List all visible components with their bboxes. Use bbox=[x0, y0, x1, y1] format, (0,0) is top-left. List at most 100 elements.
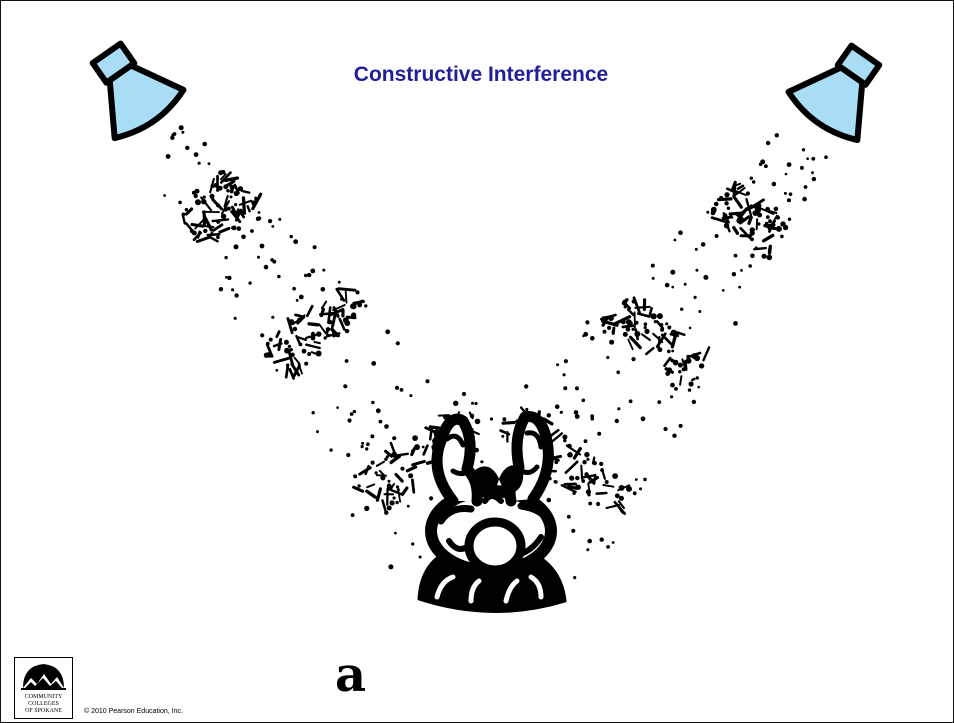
sound-wave-speck bbox=[738, 186, 743, 189]
sound-wave-dot bbox=[722, 289, 725, 292]
sound-wave-dot bbox=[639, 487, 642, 490]
sound-wave-dot bbox=[391, 452, 397, 458]
sound-wave-dot bbox=[644, 329, 649, 334]
sound-wave-dot bbox=[632, 328, 635, 331]
sound-wave-dot bbox=[671, 350, 674, 353]
sound-wave-dot bbox=[502, 417, 506, 421]
sound-wave-dot bbox=[210, 194, 215, 199]
sound-wave-speck bbox=[380, 471, 384, 475]
sound-wave-dot bbox=[471, 402, 474, 405]
sound-wave-dot bbox=[400, 388, 404, 392]
sound-wave-dot bbox=[344, 320, 350, 326]
sound-wave-dot bbox=[195, 199, 201, 205]
logo-text-line-3: OF SPOKANE bbox=[15, 708, 72, 714]
sound-wave-speck bbox=[764, 235, 773, 240]
sound-wave-dot bbox=[202, 210, 206, 214]
sound-wave-dot bbox=[671, 286, 674, 289]
sound-wave-dot bbox=[766, 141, 770, 145]
sound-wave-dot bbox=[697, 386, 700, 389]
sound-wave-dot bbox=[524, 384, 528, 388]
sound-wave-dot bbox=[238, 186, 243, 191]
sound-wave-dot bbox=[605, 480, 609, 484]
sound-wave-dot bbox=[462, 392, 466, 396]
logo-text-line-1: COMMUNITY bbox=[15, 694, 72, 700]
sound-wave-dot bbox=[292, 287, 296, 291]
sound-wave-dot bbox=[307, 273, 311, 277]
sound-wave-dot bbox=[651, 264, 655, 268]
sound-wave-dot bbox=[364, 506, 369, 511]
sound-wave-dot bbox=[643, 478, 647, 482]
sound-wave-dot bbox=[670, 270, 675, 275]
sound-wave-dot bbox=[762, 254, 767, 259]
sound-wave-dot bbox=[582, 335, 585, 338]
sound-wave-dot bbox=[234, 293, 238, 297]
sound-wave-dot bbox=[411, 542, 414, 545]
sound-wave-dot bbox=[615, 419, 619, 423]
sound-wave-dot bbox=[395, 386, 399, 390]
sound-wave-dot bbox=[588, 502, 592, 506]
sound-wave-dot bbox=[608, 315, 614, 321]
sound-wave-dot bbox=[581, 479, 585, 483]
sound-wave-dot bbox=[776, 226, 782, 232]
sound-wave-dot bbox=[258, 211, 261, 214]
sound-wave-dot bbox=[802, 148, 805, 151]
sound-wave-dot bbox=[357, 484, 360, 487]
sound-wave-dot bbox=[325, 331, 329, 335]
sound-wave-dot bbox=[678, 363, 683, 368]
sound-wave-dot bbox=[396, 341, 400, 345]
sound-wave-dot bbox=[218, 170, 223, 175]
sound-wave-dot bbox=[288, 345, 291, 348]
sound-wave-speck bbox=[754, 248, 765, 249]
sound-wave-dot bbox=[665, 283, 670, 288]
sound-wave-dot bbox=[194, 152, 199, 157]
sound-wave-speck bbox=[198, 232, 200, 237]
sound-wave-dot bbox=[257, 256, 260, 259]
sound-wave-dot bbox=[667, 326, 671, 330]
sound-wave-speck bbox=[328, 335, 337, 336]
sound-wave-dot bbox=[554, 480, 557, 483]
sound-wave-dot bbox=[304, 274, 307, 277]
sound-wave-speck bbox=[346, 292, 347, 303]
sound-wave-dot bbox=[419, 556, 422, 559]
sound-wave-dot bbox=[785, 173, 788, 176]
sound-wave-dot bbox=[198, 162, 201, 165]
sound-wave-dot bbox=[351, 513, 355, 517]
sound-wave-dot bbox=[724, 201, 728, 205]
sound-wave-dot bbox=[322, 269, 325, 272]
sound-wave-dot bbox=[780, 221, 785, 226]
sound-wave-dot bbox=[380, 475, 385, 480]
sound-wave-dot bbox=[270, 258, 274, 262]
sound-wave-speck bbox=[665, 358, 671, 366]
sound-wave-dot bbox=[609, 340, 614, 345]
sound-wave-dot bbox=[178, 201, 182, 205]
sound-wave-dot bbox=[525, 408, 528, 411]
sound-wave-dot bbox=[353, 410, 356, 413]
sound-wave-dot bbox=[597, 432, 601, 436]
sound-wave-dot bbox=[490, 417, 493, 420]
sound-wave-dot bbox=[181, 131, 184, 134]
sound-wave-speck bbox=[593, 458, 594, 464]
sound-wave-dot bbox=[386, 455, 389, 458]
sound-wave-dot bbox=[227, 276, 231, 280]
sound-wave-dot bbox=[422, 446, 425, 449]
sound-wave-dot bbox=[237, 226, 242, 231]
sound-wave-speck bbox=[734, 228, 738, 234]
sound-wave-dot bbox=[409, 394, 412, 397]
sound-wave-dot bbox=[230, 189, 234, 193]
sound-wave-dot bbox=[590, 414, 594, 418]
sound-wave-speck bbox=[685, 362, 686, 370]
sound-wave-dot bbox=[388, 564, 393, 569]
sound-wave-dot bbox=[706, 211, 709, 214]
sound-wave-dot bbox=[750, 254, 755, 259]
sound-wave-dot bbox=[567, 515, 571, 519]
sound-wave-speck bbox=[208, 234, 220, 235]
sound-wave-dot bbox=[216, 235, 220, 239]
sound-wave-dot bbox=[665, 371, 670, 376]
sound-wave-speck bbox=[321, 310, 323, 316]
sound-wave-speck bbox=[377, 489, 380, 500]
sound-wave-dot bbox=[480, 460, 483, 463]
sound-wave-speck bbox=[354, 487, 363, 491]
sound-wave-dot bbox=[166, 154, 171, 159]
sound-wave-dot bbox=[699, 363, 704, 368]
sound-wave-dot bbox=[501, 435, 504, 438]
